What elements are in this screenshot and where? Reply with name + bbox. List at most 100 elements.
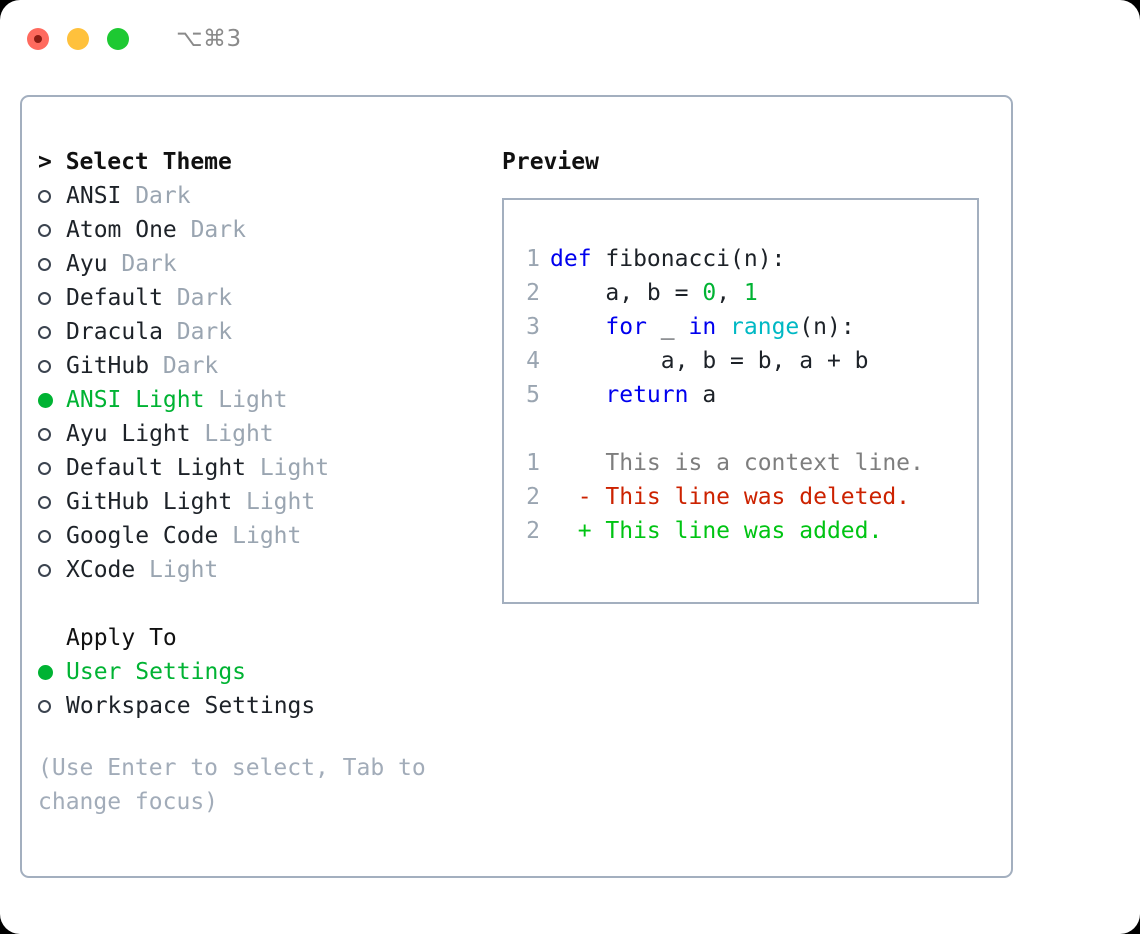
title-bar: ⌥⌘3 — [0, 0, 1140, 78]
minimize-window-icon[interactable] — [67, 28, 89, 50]
code-token-num: 0 — [702, 280, 717, 306]
radio-unselected-icon[interactable] — [38, 461, 66, 475]
theme-option-label: Ayu Light — [66, 421, 191, 447]
apply-to-option-label: User Settings — [66, 659, 247, 685]
theme-option-label: XCode — [66, 557, 136, 583]
radio-mark — [38, 359, 51, 373]
code-token-plain: a — [688, 382, 717, 408]
close-window-icon[interactable] — [27, 28, 49, 50]
diff-line: 1 This is a context line. — [504, 446, 977, 480]
theme-option-2[interactable]: Ayu Dark — [38, 247, 488, 281]
code-token-plain — [550, 314, 605, 340]
radio-unselected-icon[interactable] — [38, 359, 66, 373]
code-line-number: 5 — [526, 382, 540, 408]
code-token-plain: fibonacci(n): — [591, 246, 786, 272]
code-line: 3 for _ in range(n): — [504, 310, 977, 344]
diff-line-text-add: + This line was added. — [550, 518, 883, 544]
code-diff-spacer — [504, 412, 977, 446]
radio-mark — [38, 257, 51, 271]
diff-line-number: 1 — [526, 450, 540, 476]
theme-option-label: Default Light — [66, 455, 247, 481]
window-controls — [27, 28, 129, 50]
radio-unselected-icon[interactable] — [38, 291, 66, 305]
theme-option-category: Dark — [176, 285, 233, 311]
code-token-kw: return — [605, 382, 689, 408]
radio-mark — [38, 291, 51, 305]
theme-option-label: Default — [66, 285, 163, 311]
code-token-plain: a, b = — [550, 280, 703, 306]
code-line-text: a, b = b, a + b — [550, 344, 869, 378]
theme-option-8[interactable]: Default Light Light — [38, 451, 488, 485]
theme-option-category: Light — [259, 455, 330, 481]
radio-mark — [38, 392, 53, 408]
radio-mark — [38, 223, 51, 237]
radio-unselected-icon[interactable] — [38, 427, 66, 441]
radio-selected-icon[interactable] — [38, 664, 66, 680]
code-token-kw: for — [605, 314, 647, 340]
theme-option-11[interactable]: XCode Light — [38, 553, 488, 587]
theme-option-7[interactable]: Ayu Light Light — [38, 417, 488, 451]
code-token-plain — [550, 382, 605, 408]
radio-selected-icon[interactable] — [38, 392, 66, 408]
code-line: 4 a, b = b, a + b — [504, 344, 977, 378]
theme-option-label: Ayu — [66, 251, 108, 277]
apply-to-heading: Apply To — [66, 625, 177, 651]
code-line: 1 def fibonacci(n): — [504, 242, 977, 276]
radio-mark — [38, 461, 51, 475]
radio-mark — [38, 495, 51, 509]
diff-line-text-del: - This line was deleted. — [550, 484, 911, 510]
theme-option-6[interactable]: ANSI Light Light — [38, 383, 488, 417]
diff-line-text-ctx: This is a context line. — [550, 450, 924, 476]
radio-unselected-icon[interactable] — [38, 495, 66, 509]
keyboard-shortcut-label: ⌥⌘3 — [176, 26, 242, 52]
radio-unselected-icon[interactable] — [38, 699, 66, 713]
radio-unselected-icon[interactable] — [38, 529, 66, 543]
diff-sample: 1 This is a context line. 2 - This line w… — [504, 446, 977, 548]
preview-heading: Preview — [502, 149, 599, 175]
diff-line-number: 2 — [526, 484, 540, 510]
radio-unselected-icon[interactable] — [38, 223, 66, 237]
apply-to-option-1[interactable]: Workspace Settings — [38, 689, 488, 723]
radio-unselected-icon[interactable] — [38, 257, 66, 271]
theme-option-category: Light — [149, 557, 219, 583]
radio-unselected-icon[interactable] — [38, 563, 66, 577]
theme-option-label: ANSI Light — [66, 387, 205, 413]
code-token-plain: _ — [646, 314, 689, 340]
apply-to-option-label: Workspace Settings — [66, 693, 316, 719]
theme-option-category: Dark — [121, 251, 177, 277]
theme-option-category: Light — [204, 421, 274, 447]
theme-option-category: Dark — [162, 353, 219, 379]
theme-option-category: Dark — [135, 183, 191, 209]
theme-option-category: Light — [218, 387, 288, 413]
theme-option-3[interactable]: Default Dark — [38, 281, 488, 315]
code-line-text: def fibonacci(n): — [550, 242, 785, 276]
theme-option-label: GitHub Light — [66, 489, 233, 515]
radio-unselected-icon[interactable] — [38, 189, 66, 203]
code-token-fn: range — [730, 314, 800, 340]
radio-mark — [38, 699, 51, 713]
theme-option-category: Dark — [176, 319, 233, 345]
apply-to-option-0[interactable]: User Settings — [38, 655, 488, 689]
zoom-window-icon[interactable] — [107, 28, 129, 50]
code-line-number: 1 — [526, 246, 540, 272]
code-line: 5 return a — [504, 378, 977, 412]
radio-unselected-icon[interactable] — [38, 325, 66, 339]
radio-mark — [38, 529, 51, 543]
code-line: 2 a, b = 0, 1 — [504, 276, 977, 310]
code-token-kw: in — [688, 314, 717, 340]
radio-mark — [38, 189, 51, 203]
radio-mark — [38, 325, 51, 339]
code-token-plain: a, b = b, a + b — [550, 348, 869, 374]
